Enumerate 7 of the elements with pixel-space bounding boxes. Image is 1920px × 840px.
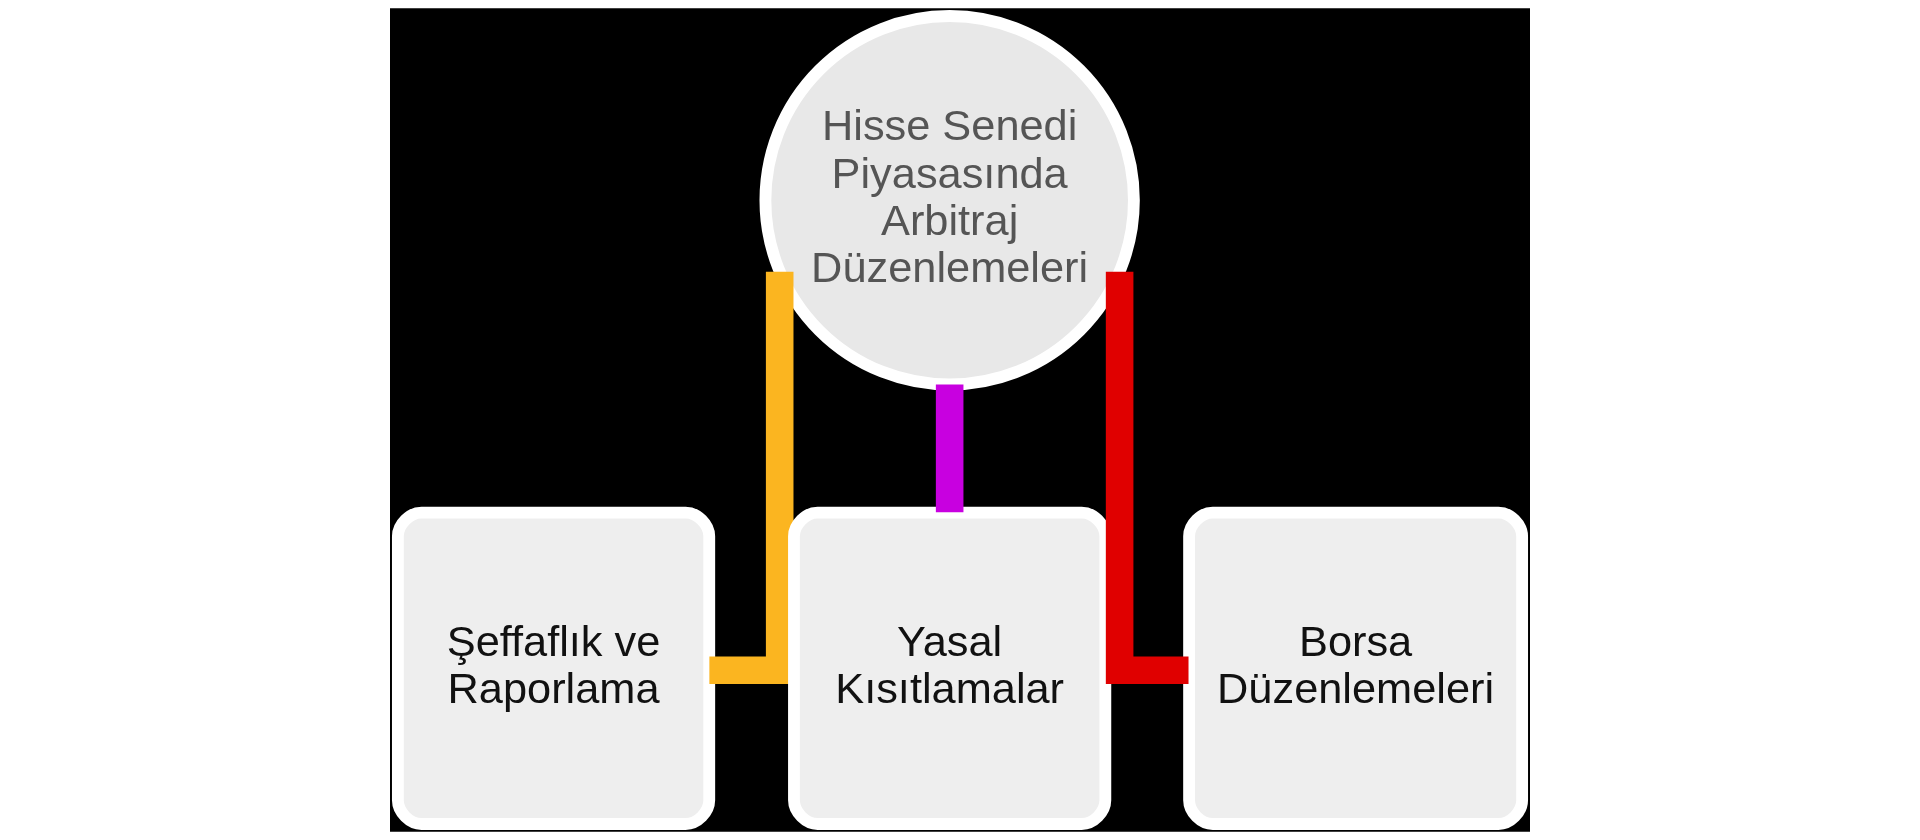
node-box: Yasal Kısıtlamalar [788, 506, 1112, 830]
node-box: Borsa Düzenlemeleri [1183, 506, 1529, 830]
connector [935, 384, 964, 513]
node-circle: Hisse Senedi Piyasasında Arbitraj Düzenlemeleri [759, 10, 1140, 391]
node-box: Şeffaflık ve Raporlama [391, 506, 716, 830]
connector [709, 271, 794, 685]
connector [1105, 271, 1189, 685]
